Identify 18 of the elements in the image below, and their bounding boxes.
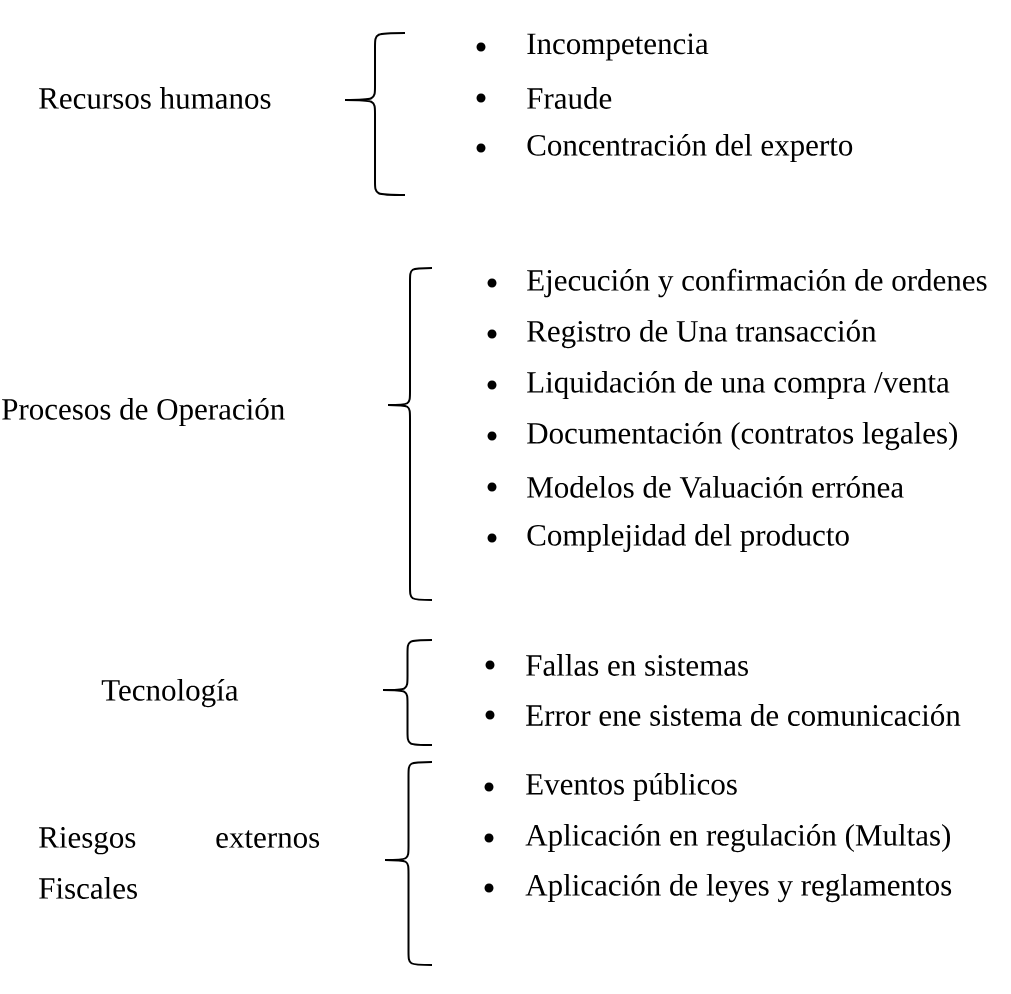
list-item: Eventos públicos xyxy=(526,772,737,802)
list-item: Aplicación en regulación (Multas) xyxy=(525,823,950,853)
category-label: Procesos de Operación xyxy=(2,397,285,427)
category-label: Recursos humanos xyxy=(39,87,271,109)
list-item: Registro de Una transacción xyxy=(527,319,877,349)
category-label: Tecnología xyxy=(101,678,239,708)
list-item: Error ene sistema de comunicación xyxy=(526,704,961,726)
list-item: Documentación (contratos legales) xyxy=(527,421,957,451)
list-item: Liquidación de una compra /venta xyxy=(527,370,950,400)
list-item: Concentración del experto xyxy=(527,133,853,163)
list-item: Fraude xyxy=(527,87,612,109)
list-item: Modelos de Valuación errónea xyxy=(527,476,904,498)
category-label: Riesgos externos Fiscales xyxy=(39,827,320,899)
list-item: Incompetencia xyxy=(527,33,709,61)
list-item: Complejidad del producto xyxy=(527,523,849,553)
list-item: Aplicación de leyes y reglamentos xyxy=(525,873,952,903)
list-item: Ejecución y confirmación de ordenes xyxy=(527,268,987,298)
list-item: Fallas en sistemas xyxy=(526,654,748,676)
